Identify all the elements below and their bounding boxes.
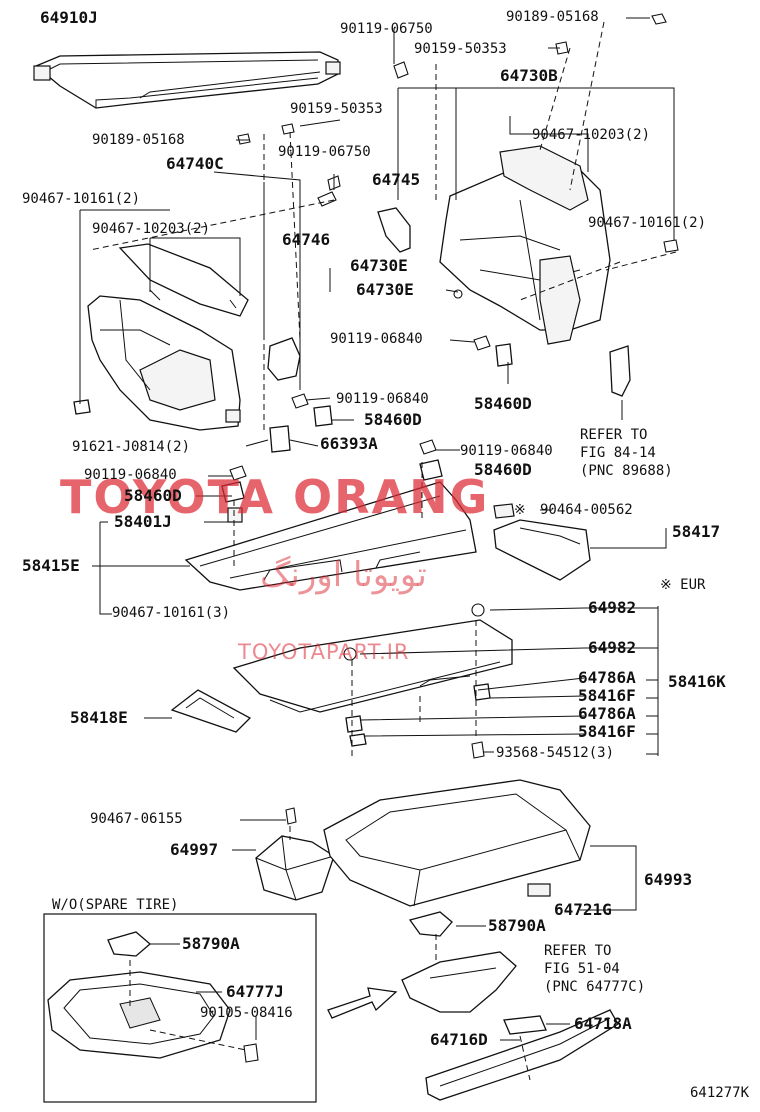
spare-tire-box-title: W/O(SPARE TIRE) bbox=[52, 897, 179, 913]
retainer-clips bbox=[107, 911, 453, 957]
label-90159-50353-left: 90159-50353 bbox=[290, 101, 383, 117]
spare-tire-box bbox=[43, 913, 317, 1103]
site-watermark: TOYOTAPART.IR bbox=[238, 640, 410, 664]
tonneau-cover bbox=[33, 51, 341, 109]
label-64716D: 64716D bbox=[430, 1030, 488, 1049]
label-58790A-a: 58790A bbox=[488, 916, 546, 935]
label-90119-06840-b: 90119-06840 bbox=[336, 391, 429, 407]
organizer-box bbox=[255, 807, 335, 901]
label-64740C: 64740C bbox=[166, 154, 224, 173]
label-64910J: 64910J bbox=[40, 8, 98, 27]
side-cover bbox=[170, 689, 252, 733]
label-90189-05168-top: 90189-05168 bbox=[506, 9, 599, 25]
label-64721G: 64721G bbox=[554, 900, 612, 919]
label-58460D-a: 58460D bbox=[474, 394, 532, 413]
flow-arrow bbox=[327, 987, 398, 1019]
label-90467-10161-right: 90467-10161(2) bbox=[588, 215, 707, 231]
label-66393A: 66393A bbox=[320, 434, 378, 453]
label-58460D-d: 58460D bbox=[124, 486, 182, 505]
deck-board bbox=[184, 481, 477, 591]
persian-watermark: تویوتا اورنگ bbox=[260, 555, 427, 595]
label-90464-00562: 90464-00562 bbox=[540, 502, 633, 518]
brand-watermark: TOYOTA ORANG bbox=[60, 470, 490, 524]
ref1-line2: FIG 84-14 bbox=[580, 445, 656, 461]
label-58416F-a: 58416F bbox=[578, 686, 636, 705]
ref2-line3: (PNC 64777C) bbox=[544, 979, 646, 995]
side-box bbox=[493, 503, 591, 581]
label-64730E-1: 64730E bbox=[350, 256, 408, 275]
label-90467-06155: 90467-06155 bbox=[90, 811, 183, 827]
label-64997: 64997 bbox=[170, 840, 219, 859]
label-58416K: 58416K bbox=[668, 672, 726, 691]
small-brackets bbox=[221, 335, 513, 503]
label-64982-b: 64982 bbox=[588, 638, 637, 657]
label-90119-06840-d: 90119-06840 bbox=[84, 467, 177, 483]
label-90189-05168-left: 90189-05168 bbox=[92, 132, 185, 148]
label-90159-50353-top: 90159-50353 bbox=[414, 41, 507, 57]
left-quarter-trim bbox=[73, 207, 411, 431]
label-58460D-b: 58460D bbox=[364, 410, 422, 429]
diagram-code: 641277K bbox=[690, 1085, 750, 1101]
label-90467-10203-left: 90467-10203(2) bbox=[92, 221, 211, 237]
eur-note: ※ EUR bbox=[660, 577, 706, 593]
ref2-line2: FIG 51-04 bbox=[544, 961, 620, 977]
label-64730B: 64730B bbox=[500, 66, 558, 85]
upper-left-fasteners bbox=[237, 123, 341, 207]
label-58418E: 58418E bbox=[70, 708, 128, 727]
label-64777J: 64777J bbox=[226, 982, 284, 1001]
label-58416F-b: 58416F bbox=[578, 722, 636, 741]
label-90119-06840-a: 90119-06840 bbox=[330, 331, 423, 347]
label-93568-54512: 93568-54512(3) bbox=[496, 745, 615, 761]
label-64730E-2: 64730E bbox=[356, 280, 414, 299]
ref1-line1: REFER TO bbox=[580, 427, 648, 443]
dashed-lines bbox=[89, 21, 677, 1081]
ref1-line3: (PNC 89688) bbox=[580, 463, 673, 479]
label-64718A: 64718A bbox=[574, 1014, 632, 1033]
label-90467-10203-right: 90467-10203(2) bbox=[532, 127, 651, 143]
label-64993: 64993 bbox=[644, 870, 693, 889]
eur-mark-icon: ※ bbox=[514, 502, 526, 518]
label-90119-06750-mid: 90119-06750 bbox=[278, 144, 371, 160]
label-58415E: 58415E bbox=[22, 556, 80, 575]
deck-board-lower bbox=[232, 603, 513, 713]
luggage-tray bbox=[323, 779, 591, 907]
label-90119-06750-top: 90119-06750 bbox=[340, 21, 433, 37]
label-64982-a: 64982 bbox=[588, 598, 637, 617]
label-58401J: 58401J bbox=[114, 512, 172, 531]
label-90467-10161-3: 90467-10161(3) bbox=[112, 605, 231, 621]
label-91621-J0814: 91621-J0814(2) bbox=[72, 439, 191, 455]
label-58417: 58417 bbox=[672, 522, 721, 541]
label-64745: 64745 bbox=[372, 170, 421, 189]
label-90119-06840-c: 90119-06840 bbox=[460, 443, 553, 459]
deck-hardware bbox=[345, 683, 491, 759]
ref2-line1: REFER TO bbox=[544, 943, 612, 959]
leader-lines bbox=[79, 17, 675, 1041]
label-64746: 64746 bbox=[282, 230, 331, 249]
label-64786A-b: 64786A bbox=[578, 704, 636, 723]
label-58460D-c: 58460D bbox=[474, 460, 532, 479]
label-90467-10161-left: 90467-10161(2) bbox=[22, 191, 141, 207]
label-58790A-b: 58790A bbox=[182, 934, 240, 953]
lower-trim-parts bbox=[401, 951, 619, 1101]
label-64786A-a: 64786A bbox=[578, 668, 636, 687]
label-90105-08416: 90105-08416 bbox=[200, 1005, 293, 1021]
upper-right-fasteners bbox=[393, 13, 679, 253]
right-quarter-trim bbox=[439, 145, 631, 397]
